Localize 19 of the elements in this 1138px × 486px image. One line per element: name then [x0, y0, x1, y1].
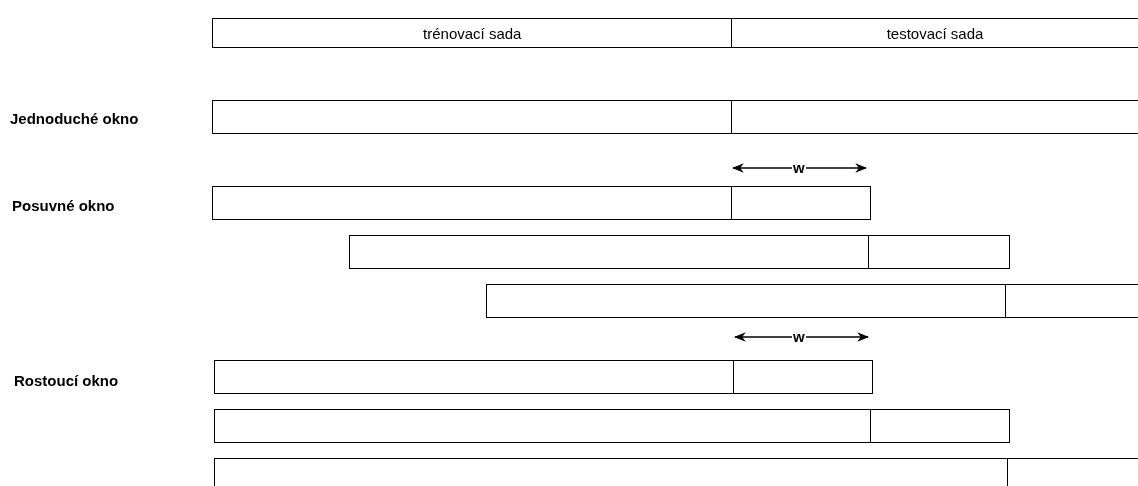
window-segment-box: [733, 360, 873, 394]
window-segment-box: [212, 100, 733, 134]
window-segment-box: [731, 100, 1138, 134]
window-segment-box: [731, 186, 871, 220]
row-label: Rostoucí okno: [14, 372, 119, 389]
data-segment-box: testovací sada: [731, 18, 1138, 48]
window-segment-box: [868, 235, 1010, 269]
window-segment-box: [870, 409, 1010, 443]
window-segment-box: [214, 360, 736, 394]
window-segment-box: [214, 458, 1010, 486]
data-segment-box: trénovací sada: [212, 18, 733, 48]
window-segment-box: [1007, 458, 1138, 486]
window-segment-box: [486, 284, 1008, 318]
window-segment-box: [214, 409, 873, 443]
window-segment-box: [1005, 284, 1138, 318]
row-label: Jednoduché okno: [10, 110, 139, 127]
window-segment-box: [349, 235, 871, 269]
window-segment-box: [212, 186, 733, 220]
row-label: Posuvné okno: [12, 197, 115, 214]
